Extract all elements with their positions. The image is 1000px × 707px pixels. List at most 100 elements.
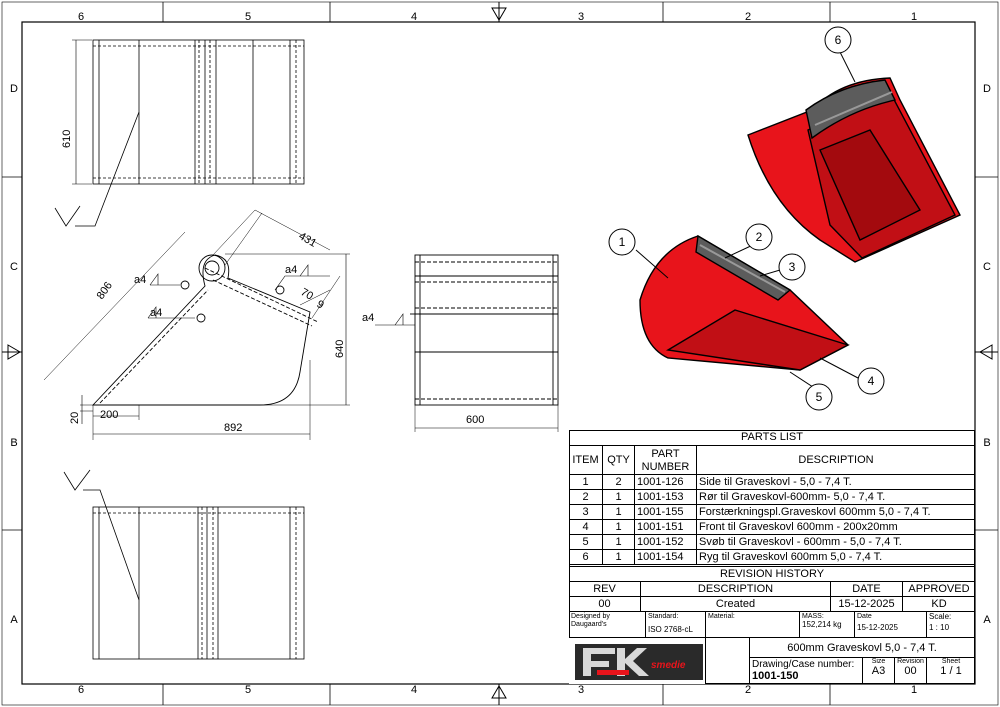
balloon-5: 5 (816, 390, 823, 404)
dim-806: 806 (95, 280, 115, 302)
zone-col-6-top: 6 (78, 11, 84, 23)
view-middle (375, 254, 559, 432)
date-cell: Date 15-12-2025 (855, 612, 927, 638)
rev-date-value: 15-12-2025 (831, 597, 903, 612)
weld-a4-middle: a4 (362, 312, 374, 324)
parts-row-3-qty: 1 (603, 505, 635, 520)
drawing-number-cell: Drawing/Case number: 1001-150 (749, 658, 863, 684)
zone-row-d-right: D (983, 83, 991, 95)
parts-row-4-item: 4 (569, 520, 603, 535)
sheet-label: Sheet (941, 658, 961, 665)
balloon-4: 4 (868, 374, 875, 388)
material-label: Material: (706, 612, 800, 638)
weld-a4-2: a4 (150, 307, 162, 319)
dim-610: 610 (61, 130, 73, 148)
col-desc-header: DESCRIPTION (697, 446, 975, 475)
zone-row-a-left: A (10, 614, 18, 626)
title-block-divider (749, 638, 750, 684)
logo-graphic: smedie (575, 644, 703, 680)
rev-desc-value: Created (641, 597, 831, 612)
size-value: A3 (871, 665, 886, 677)
scale-label: Scale: (929, 612, 952, 621)
zone-col-4-bottom: 4 (411, 684, 417, 696)
view-bottom-left (63, 469, 305, 660)
rev-value: 00 (569, 597, 641, 612)
revision-label: Revision (897, 658, 924, 665)
drawing-number-label: Drawing/Case number: (752, 659, 855, 670)
standard-label: Standard: (648, 613, 679, 620)
scale-cell: Scale: 1 : 10 (927, 612, 975, 638)
rev-approved-header: APPROVED (903, 582, 975, 597)
mass-label: MASS: (802, 613, 824, 620)
col-item-header: ITEM (569, 446, 603, 475)
zone-col-6-bottom: 6 (78, 684, 84, 696)
weld-a4-3: a4 (285, 264, 297, 276)
dim-640: 640 (334, 340, 346, 358)
rev-header: REV (569, 582, 641, 597)
revision-cell: Revision 00 (895, 658, 927, 684)
parts-row-2-part: 1001-153 (635, 490, 697, 505)
parts-row-5-qty: 1 (603, 535, 635, 550)
logo-text: smedie (651, 660, 686, 671)
zone-col-3-top: 3 (578, 11, 584, 23)
dim-600: 600 (466, 414, 484, 426)
dim-20: 20 (69, 412, 81, 424)
col-qty-header: QTY (603, 446, 635, 475)
col-part-header-line1: PART (651, 448, 680, 460)
mass-value: 152,214 kg (802, 620, 842, 629)
zone-row-b-right: B (983, 437, 990, 449)
standard-value: ISO 2768-cL (648, 625, 693, 634)
zone-labels: 6 5 4 3 2 1 6 5 4 3 2 1 D C B A D C B A (10, 11, 991, 696)
rev-date-header: DATE (831, 582, 903, 597)
parts-row-5-part: 1001-152 (635, 535, 697, 550)
side-dimensions: 806 431 70 9 640 20 200 892 a4 a4 a4 (69, 230, 346, 434)
date-value: 15-12-2025 (857, 623, 898, 632)
iso-view-lower (639, 234, 850, 371)
weld-a4-1: a4 (134, 274, 146, 286)
designed-by-cell: Designed by Daugaard's (569, 612, 646, 638)
rev-approved-value: KD (903, 597, 975, 612)
parts-list-title: PARTS LIST (569, 430, 975, 446)
dim-9: 9 (315, 298, 326, 311)
col-part-header-line2: NUMBER (641, 461, 690, 473)
zone-col-2-bottom: 2 (745, 684, 751, 696)
col-part-header: PART NUMBER (635, 446, 697, 475)
parts-row-2-qty: 1 (603, 490, 635, 505)
zone-row-c-left: C (10, 261, 18, 273)
company-logo: smedie (569, 638, 706, 684)
parts-row-3-part: 1001-155 (635, 505, 697, 520)
balloons (608, 26, 885, 411)
drawing-title: 600mm Graveskovl 5,0 - 7,4 T. (749, 638, 975, 658)
view-top-left (54, 39, 305, 227)
parts-row-4-desc: Front til Graveskovl 600mm - 200x20mm (697, 520, 975, 535)
parts-row-6-item: 6 (569, 550, 603, 565)
zone-col-1-top: 1 (911, 11, 917, 23)
zone-col-5-bottom: 5 (245, 684, 251, 696)
dim-200: 200 (100, 409, 118, 421)
revision-history-title: REVISION HISTORY (569, 566, 975, 582)
view-side (43, 209, 350, 440)
zone-row-b-left: B (10, 437, 17, 449)
parts-list-frame (569, 430, 975, 684)
parts-row-6-qty: 1 (603, 550, 635, 565)
zone-col-4-top: 4 (411, 11, 417, 23)
parts-row-4-part: 1001-151 (635, 520, 697, 535)
balloon-6: 6 (835, 33, 842, 47)
parts-row-2-item: 2 (569, 490, 603, 505)
parts-row-5-item: 5 (569, 535, 603, 550)
dim-892: 892 (224, 422, 242, 434)
size-label: Size (871, 658, 886, 665)
parts-list: PARTS LIST ITEM QTY PART NUMBER DESCRIPT… (569, 430, 975, 684)
balloon-1: 1 (619, 235, 626, 249)
designed-by-label: Designed by (571, 613, 610, 620)
iso-view-upper (747, 77, 961, 263)
size-cell: Size A3 (863, 658, 895, 684)
sheet-cell: Sheet 1 / 1 (927, 658, 975, 684)
zone-col-2-top: 2 (745, 11, 751, 23)
parts-row-6-part: 1001-154 (635, 550, 697, 565)
parts-row-2-desc: Rør til Graveskovl-600mm- 5,0 - 7,4 T. (697, 490, 975, 505)
zone-col-3-bottom: 3 (578, 684, 584, 696)
